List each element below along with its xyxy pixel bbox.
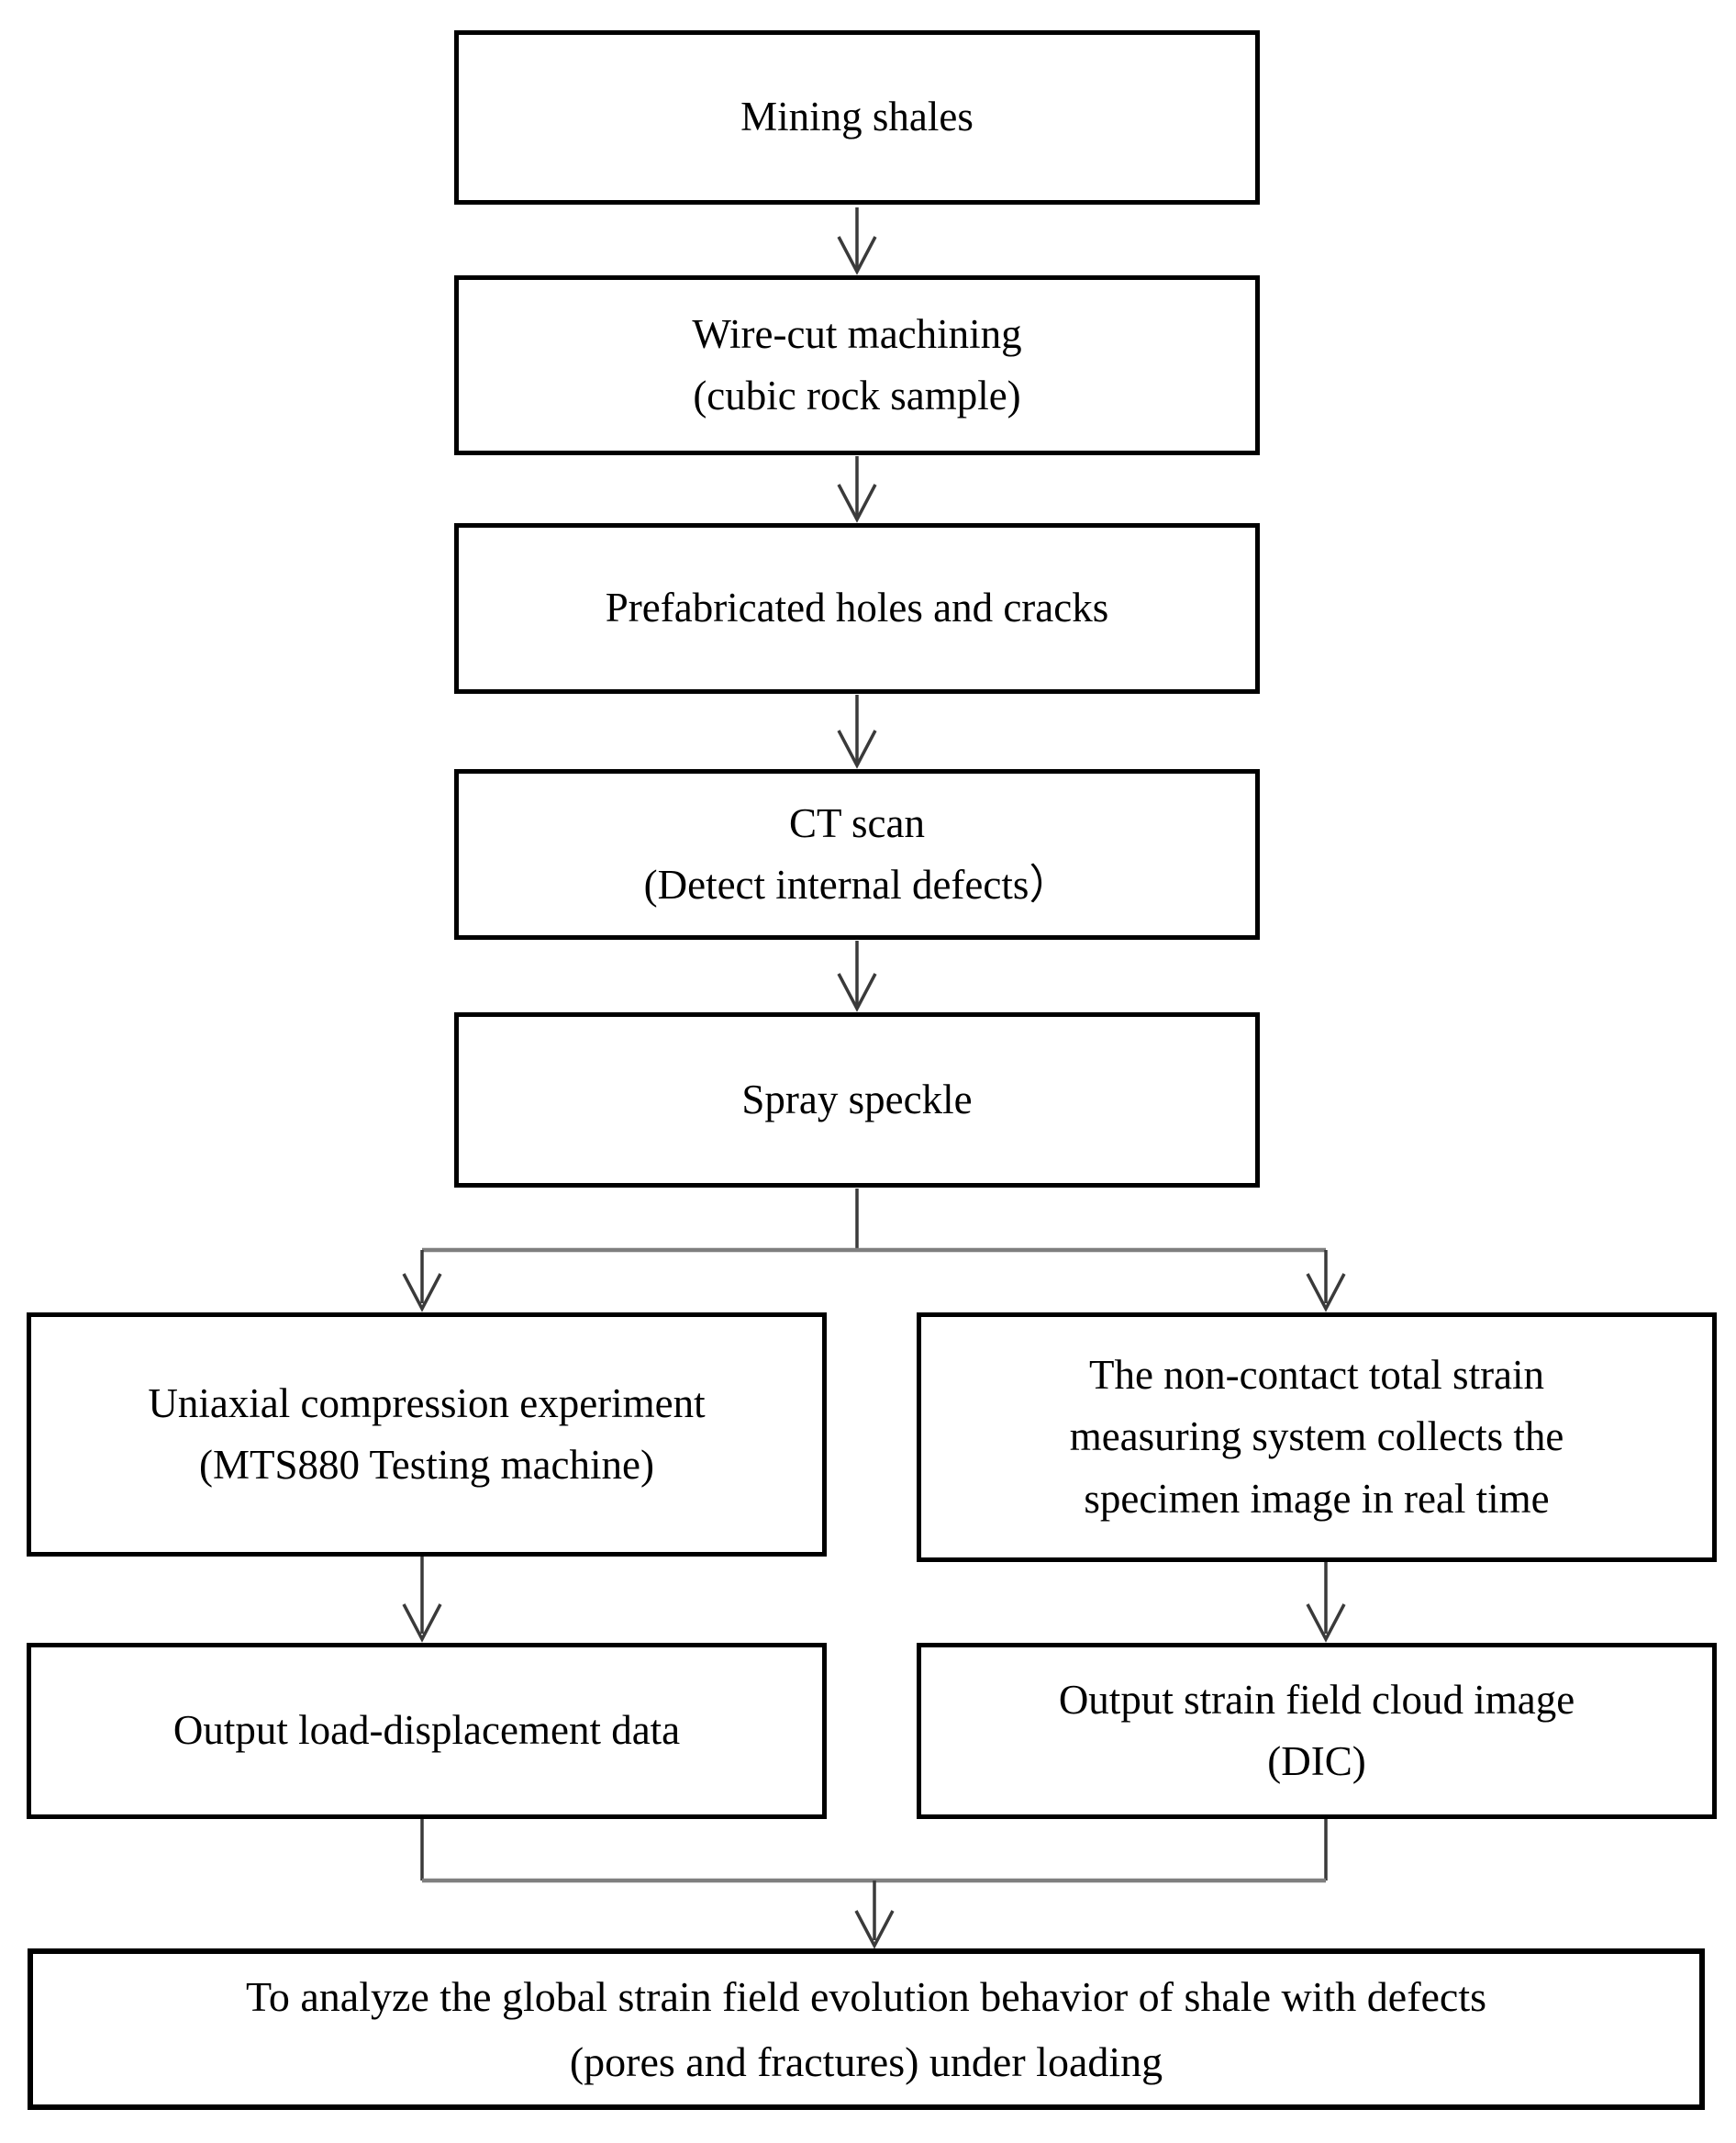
node-noncontact-strain-system-label: The non-contact total strain measuring s… xyxy=(1069,1351,1564,1522)
node-output-strain-cloud-dic-label: Output strain field cloud image (DIC) xyxy=(1058,1676,1575,1785)
branch-split-connector xyxy=(402,1189,1346,1312)
arrow-uniaxial-to-loaddata xyxy=(402,1557,442,1643)
node-analyze-strain-evolution: To analyze the global strain field evolu… xyxy=(28,1948,1705,2110)
node-spray-speckle-label: Spray speckle xyxy=(741,1076,973,1122)
node-prefabricated-holes-cracks-label: Prefabricated holes and cracks xyxy=(605,585,1109,631)
node-ct-scan: CT scan (Detect internal defects） xyxy=(454,769,1260,940)
arrow-wirecut-to-prefab xyxy=(837,456,877,523)
node-output-load-displacement-label: Output load-displacement data xyxy=(172,1707,681,1754)
node-ct-scan-label: CT scan (Detect internal defects） xyxy=(643,799,1071,909)
arrow-noncontact-to-dic xyxy=(1306,1562,1346,1643)
arrow-prefab-to-ctscan xyxy=(837,695,877,769)
node-wire-cut-machining-label: Wire-cut machining (cubic rock sample) xyxy=(692,310,1022,419)
node-uniaxial-compression-label: Uniaxial compression experiment (MTS880 … xyxy=(148,1379,706,1489)
node-analyze-strain-evolution-label: To analyze the global strain field evolu… xyxy=(245,1972,1487,2085)
node-mining-shales-label: Mining shales xyxy=(740,94,974,140)
node-output-strain-cloud-dic: Output strain field cloud image (DIC) xyxy=(917,1643,1717,1819)
node-wire-cut-machining: Wire-cut machining (cubic rock sample) xyxy=(454,275,1260,455)
node-prefabricated-holes-cracks: Prefabricated holes and cracks xyxy=(454,523,1260,694)
arrow-ctscan-to-speckle xyxy=(837,941,877,1012)
node-spray-speckle: Spray speckle xyxy=(454,1012,1260,1188)
arrow-mining-to-wirecut xyxy=(837,207,877,275)
node-output-load-displacement: Output load-displacement data xyxy=(27,1643,827,1819)
node-noncontact-strain-system: The non-contact total strain measuring s… xyxy=(917,1312,1717,1562)
node-uniaxial-compression: Uniaxial compression experiment (MTS880 … xyxy=(27,1312,827,1557)
node-mining-shales: Mining shales xyxy=(454,30,1260,205)
merge-join-connector xyxy=(420,1819,1328,1949)
